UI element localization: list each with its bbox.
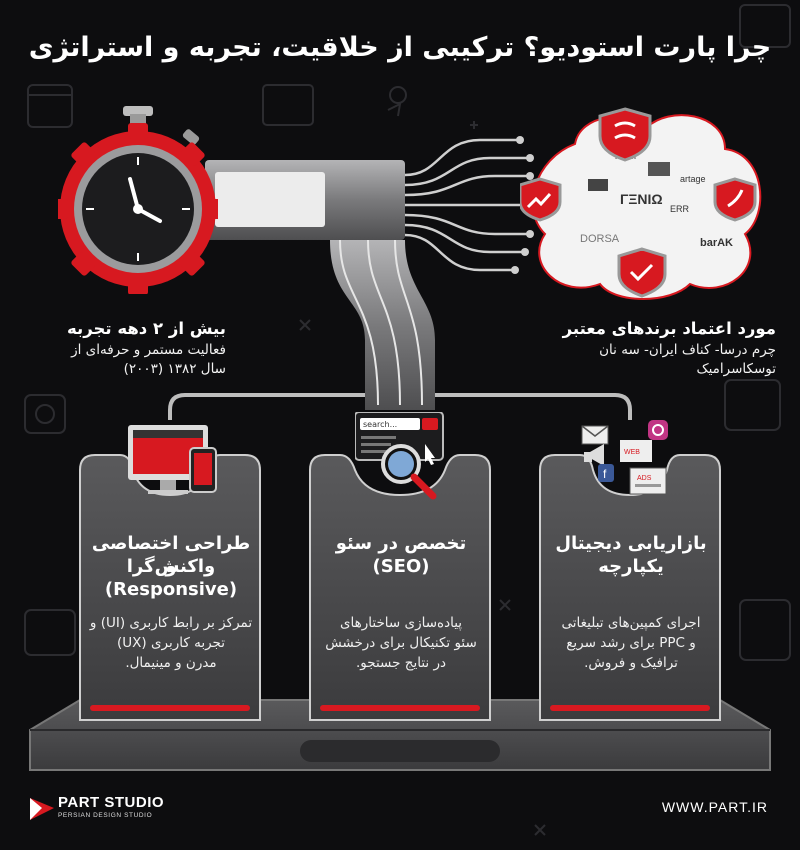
marketing-card-desc-3: ترافیک و فروش.: [584, 655, 678, 671]
ads-label: ADS: [637, 475, 652, 482]
seo-search-icon: search...: [355, 412, 444, 500]
brands-desc-1: چرم درسا- کناف ایران- سه نان: [599, 342, 776, 358]
experience-title: بیش از ۲ دهه تجربه: [67, 319, 226, 338]
website-link[interactable]: WWW.PART.IR: [661, 799, 768, 815]
pipe-window: [215, 172, 325, 227]
marketing-card-desc-2: و PPC برای رشد سریع: [566, 635, 696, 651]
camera-doodle: [24, 394, 66, 434]
base-handle: [300, 740, 500, 762]
responsive-devices-icon: [128, 425, 217, 494]
logo-mark-icon: [30, 798, 54, 820]
design-card-desc-1: تمرکز بر رابط کاربری (UI) و: [89, 615, 253, 631]
design-card-title-2: واکنش‌گرا: [126, 556, 216, 577]
brands-title: مورد اعتماد برندهای معتبر: [562, 319, 776, 338]
web-label: WEB: [624, 449, 640, 456]
brand-logo-genio: ΓΞNIΩ: [620, 191, 663, 207]
brands-desc-2: توسکاسرامیک: [696, 361, 776, 377]
marketing-card-desc-1: اجرای کمپین‌های تبلیغاتی: [561, 615, 701, 631]
seo-card-desc-3: در نتایج جستجو.: [356, 655, 446, 671]
seo-card-desc-1: پیاده‌سازی ساختارهای: [339, 615, 463, 631]
paint-doodle: [739, 599, 791, 661]
experience-desc-2: سال ۱۳۸۲ (۲۰۰۳): [123, 361, 226, 377]
page-title: چرا پارت استودیو؟ ترکیبی از خلاقیت، تجرب…: [28, 32, 772, 63]
digital-marketing-icon: WEB f ADS: [581, 420, 668, 495]
svg-text:f: f: [603, 467, 607, 481]
browser-doodle: [739, 4, 791, 48]
shield-icons: [520, 107, 757, 298]
marketing-card-title-2: یکپارچه: [598, 556, 664, 577]
chart-doodle: [24, 609, 76, 656]
card-shapes: [79, 454, 721, 721]
brand-logo-barak: barAK: [700, 237, 733, 249]
marketing-card-title-1: بازاریابی دیجیتال: [555, 533, 707, 554]
wire-bundle: [404, 138, 530, 272]
logo-subtext: PERSIAN DESIGN STUDIO: [58, 812, 153, 819]
seo-card-title-2: (SEO): [372, 556, 430, 577]
laptop-doodle: [262, 84, 314, 126]
part-studio-logo[interactable]: PART STUDIO PERSIAN DESIGN STUDIO: [28, 794, 168, 826]
experience-desc-1: فعالیت مستمر و حرفه‌ای از: [71, 342, 226, 358]
brand-cloud: nilper artage DORSA ΓΞNIΩ ERR barAK: [520, 107, 762, 300]
brand-logo-err: ERR: [670, 204, 690, 214]
search-label: search...: [363, 420, 397, 429]
seo-card-desc-2: سئو تکنیکال برای درخشش: [325, 635, 477, 651]
brand-logo-dorsa: DORSA: [580, 233, 620, 245]
stopwatch-icon: [58, 106, 218, 294]
code-window-doodle: [27, 84, 73, 128]
design-card-desc-2: تجربه کاربری (UX): [116, 635, 226, 651]
design-card-title-1: طراحی اختصاصی و: [91, 533, 251, 577]
cart-doodle: [724, 379, 781, 431]
seo-card-title-1: تخصص در سئو: [335, 533, 467, 554]
design-card-title-3: (Responsive): [104, 579, 238, 600]
logo-text: PART STUDIO: [58, 794, 165, 811]
design-card-desc-3: مدرن و مینیمال.: [125, 655, 217, 671]
brand-logo-artage: artage: [680, 174, 706, 184]
